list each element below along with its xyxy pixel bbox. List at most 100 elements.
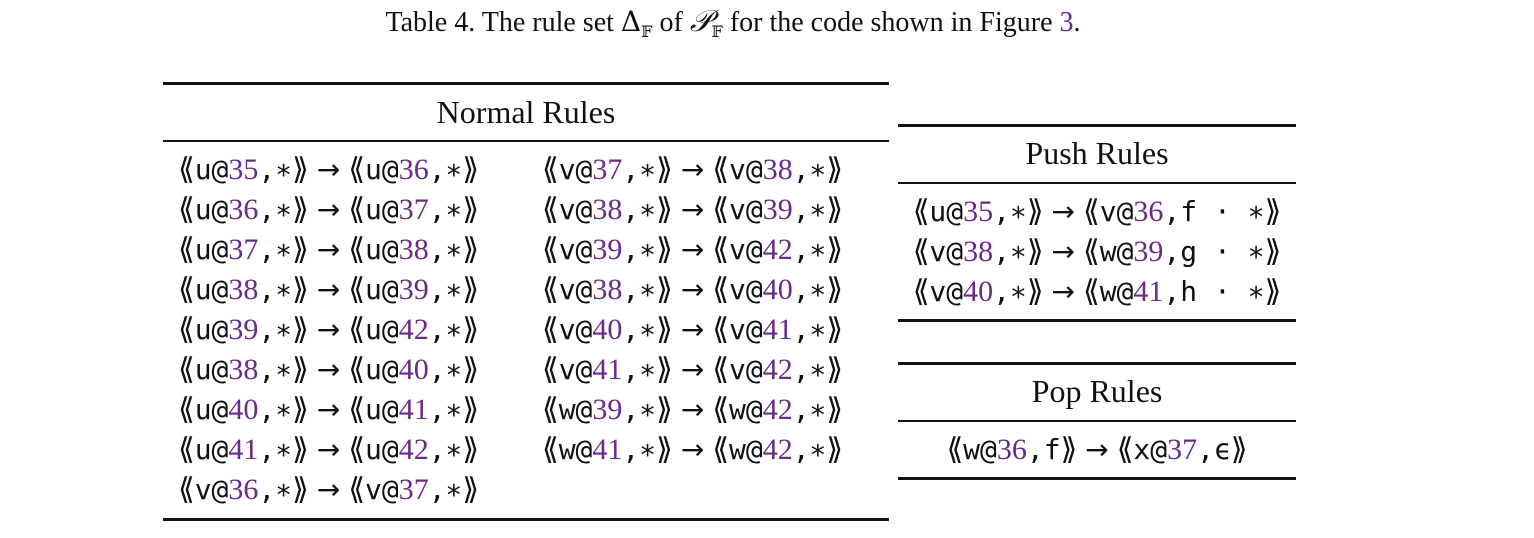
open-bracket: ⟪ [912,194,930,229]
close-bracket: ⟫ [826,432,844,467]
stack-symbol: ∗ [275,273,293,306]
stack-symbol: ∗ [809,433,827,466]
line-number: 41 [592,433,623,466]
comma: , [258,273,276,306]
at-sign: @ [381,433,399,466]
open-bracket: ⟪ [542,152,559,187]
normal-rules-title: Normal Rules [436,94,616,130]
close-bracket: ⟫ [462,312,480,347]
comma: , [622,433,640,466]
line-number: 39 [592,393,623,426]
line-number: 36 [228,473,259,506]
stack-symbol: ∗ [445,233,463,266]
state-variable: u [364,273,382,306]
open-bracket: ⟪ [712,392,729,427]
stack-symbol: ∗ [809,313,827,346]
open-bracket: ⟪ [712,272,729,307]
open-bracket: ⟪ [712,232,729,267]
open-bracket: ⟪ [1083,234,1100,269]
stack-symbol: ∗ [809,353,827,386]
stack-symbol: ∗ [639,153,657,186]
stack-symbol: ∗ [445,313,463,346]
comma: , [622,153,640,186]
state-variable: w [558,433,576,466]
arrow-icon: → [316,233,341,266]
stack-symbol: ∗ [275,433,293,466]
open-bracket: ⟪ [912,274,930,309]
state-variable: u [194,313,212,346]
comma: , [792,273,810,306]
pop-bottom-rule [898,477,1296,480]
open-bracket: ⟪ [542,312,559,347]
caption-period: . [1073,7,1081,38]
line-number: 39 [592,233,623,266]
state-variable: v [929,275,947,308]
arrow-icon: → [680,433,705,466]
line-number: 36 [1133,195,1164,228]
at-sign: @ [381,393,399,426]
state-variable: u [364,433,382,466]
pop-top-rule [898,362,1296,365]
state-variable: w [728,433,746,466]
close-bracket: ⟫ [462,232,480,267]
close-bracket: ⟫ [292,232,309,267]
at-sign: @ [575,153,593,186]
comma: , [622,233,640,266]
open-bracket: ⟪ [712,432,729,467]
close-bracket: ⟫ [462,152,480,187]
open-bracket: ⟪ [348,392,365,427]
comma: , [1163,195,1181,228]
line-number: 41 [592,353,623,386]
comma: , [258,153,276,186]
stack-symbol: ∗ [809,153,827,186]
stack-symbol: ∗ [639,233,657,266]
state-variable: v [728,273,746,306]
pop-rules-title: Pop Rules [1031,373,1163,409]
open-bracket: ⟪ [712,312,729,347]
line-number: 38 [398,233,429,266]
comma: , [258,313,276,346]
close-bracket: ⟫ [656,432,673,467]
caption-delta-subscript: 𝔽 [641,22,653,41]
arrow-icon: → [1051,195,1076,228]
close-bracket: ⟫ [1026,234,1044,269]
line-number: 36 [228,193,259,226]
normal-top-rule [163,82,889,85]
comma: , [792,313,810,346]
stack-symbol: ϵ [1214,433,1231,466]
rule-row: ⟪u@38,∗⟫→⟪u@39,∗⟫ [178,270,479,310]
comma: , [1026,433,1044,466]
stack-symbol: ∗ [445,353,463,386]
stack-symbol: ∗ [1010,195,1027,228]
comma: , [428,393,446,426]
line-number: 40 [762,273,793,306]
line-number: 40 [592,313,623,346]
line-number: 37 [398,193,429,226]
line-number: 36 [398,153,429,186]
at-sign: @ [211,473,229,506]
close-bracket: ⟫ [656,232,673,267]
arrow-icon: → [316,353,341,386]
state-variable: v [1099,195,1117,228]
line-number: 36 [996,433,1027,466]
close-bracket: ⟫ [462,352,480,387]
stack-symbol: ∗ [809,233,827,266]
open-bracket: ⟪ [348,432,365,467]
line-number: 35 [963,195,994,228]
figure-reference-link[interactable]: 3 [1059,7,1074,38]
stack-symbol: ∗ [275,393,293,426]
at-sign: @ [946,275,964,308]
pop-rules-rows: ⟪w@36,f⟫→⟪x@37,ϵ⟫ [898,430,1296,470]
open-bracket: ⟪ [542,192,559,227]
close-bracket: ⟫ [656,152,673,187]
state-variable: u [364,193,382,226]
state-variable: v [929,235,947,268]
open-bracket: ⟪ [348,312,365,347]
at-sign: @ [745,153,763,186]
push-rules-rows: ⟪u@35,∗⟫→⟪v@36,f · ∗⟫⟪v@38,∗⟫→⟪w@39,g · … [898,192,1296,312]
at-sign: @ [1150,433,1168,466]
comma: , [792,353,810,386]
arrow-icon: → [316,313,341,346]
line-number: 39 [762,193,793,226]
comma: , [1163,275,1181,308]
